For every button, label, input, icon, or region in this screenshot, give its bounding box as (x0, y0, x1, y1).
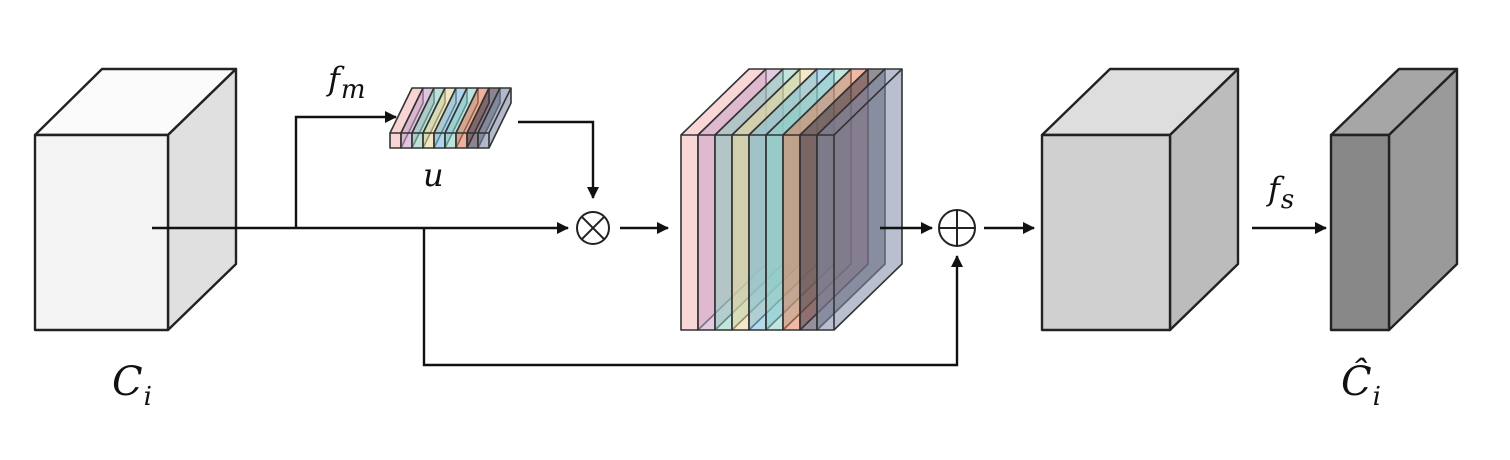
feature-stack (680, 68, 903, 331)
output-label: Ĉi (1341, 358, 1381, 412)
intermediate-cube (1040, 67, 1240, 332)
add-operator (938, 209, 976, 247)
input-label: Ci (112, 359, 152, 412)
u-slice (477, 87, 512, 149)
multiply-operator (576, 211, 610, 245)
u-to-multiply-arrow (518, 120, 599, 199)
input-cube (33, 67, 238, 332)
feature-slice (816, 68, 903, 331)
input-cube-front (33, 133, 170, 332)
residual-skip-arrow (422, 228, 963, 367)
output-cube-front (1329, 133, 1391, 332)
fm-branch-arrow (294, 111, 397, 228)
u-tensor (389, 87, 512, 149)
intermediate-cube-front (1040, 133, 1172, 332)
output-cube (1329, 67, 1459, 332)
u-label: u (423, 156, 444, 194)
fm-label: fm (326, 60, 366, 105)
fs-label: fs (1266, 170, 1294, 215)
